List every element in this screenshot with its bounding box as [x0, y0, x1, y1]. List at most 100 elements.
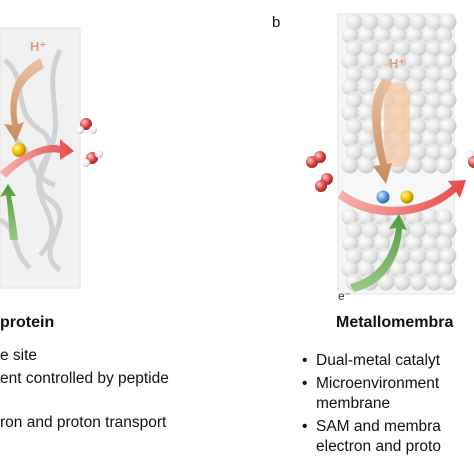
membrane-sphere [341, 78, 359, 96]
membrane-sphere [409, 13, 427, 31]
membrane-sphere [373, 26, 391, 44]
membrane-sphere [377, 273, 395, 291]
membrane-sphere [425, 221, 443, 239]
membrane-sphere [345, 117, 363, 135]
membrane-sphere [361, 247, 379, 265]
membrane-sphere [405, 26, 423, 44]
membrane-sphere [421, 130, 439, 148]
product-arrow-a [0, 139, 74, 178]
membrane-sphere [409, 143, 427, 161]
membrane-sphere [439, 39, 457, 57]
membrane-sphere [439, 143, 457, 161]
membrane-sphere [425, 91, 443, 109]
membrane-sphere [357, 104, 375, 122]
membrane-sphere [421, 156, 439, 174]
membrane-sphere [409, 117, 427, 135]
membrane-sphere [357, 260, 375, 278]
membrane-sphere [435, 234, 453, 252]
membrane-sphere [357, 234, 375, 252]
membrane-sphere [341, 130, 359, 148]
membrane-sphere [361, 143, 379, 161]
proton-arrow-b [372, 78, 392, 184]
membrane-sphere [409, 65, 427, 83]
membrane-sphere [421, 260, 439, 278]
panel-b-bullet-1: •Dual-metal catalyt [302, 352, 441, 369]
membrane-sphere [421, 78, 439, 96]
membrane-sphere [361, 65, 379, 83]
membrane-sphere [405, 260, 423, 278]
membrane-sphere [357, 156, 375, 174]
membrane-sphere [425, 39, 443, 57]
panel-a-bullet-4: ron and proton transport [0, 414, 167, 431]
membrane-sphere [435, 208, 453, 226]
panel-b-membrane-graphic [306, 13, 474, 295]
membrane-sphere [439, 221, 457, 239]
membrane-sphere [405, 156, 423, 174]
membrane-sphere [421, 104, 439, 122]
membrane-sphere [409, 273, 427, 291]
membrane-sphere [435, 104, 453, 122]
membrane-sphere [439, 91, 457, 109]
panel-a-title: protein [0, 314, 55, 331]
membrane-sphere [405, 234, 423, 252]
membrane-sphere [389, 52, 407, 70]
membrane-sphere [345, 247, 363, 265]
membrane-sphere [409, 247, 427, 265]
membrane-sphere [439, 117, 457, 135]
panel-a-bullet-1: e site [0, 347, 38, 364]
membrane-sphere [345, 221, 363, 239]
membrane-sphere [341, 260, 359, 278]
oxygen-molecule-icon [306, 151, 333, 192]
membrane-sphere [377, 65, 395, 83]
water-molecule-icon [76, 118, 97, 134]
membrane-sphere [345, 13, 363, 31]
electron-arrow-b [350, 214, 407, 292]
membrane-sphere [373, 234, 391, 252]
membrane-sphere [405, 52, 423, 70]
membrane-sphere [357, 26, 375, 44]
membrane-sphere [425, 247, 443, 265]
membrane-sphere [341, 156, 359, 174]
membrane-sphere [393, 273, 411, 291]
membrane-sphere [435, 260, 453, 278]
membrane-sphere [439, 13, 457, 31]
membrane-sphere [357, 130, 375, 148]
membrane-sphere [435, 52, 453, 70]
panel-b-bullet-2-cont: membrane [316, 395, 391, 412]
membrane-sphere [393, 65, 411, 83]
membrane-sphere [393, 39, 411, 57]
membrane-sphere [345, 39, 363, 57]
panel-b-letter: b [272, 14, 281, 31]
membrane-sphere [435, 130, 453, 148]
membrane-sphere [435, 78, 453, 96]
panel-b-bullet-3-cont: electron and proto [316, 438, 441, 455]
membrane-sphere [345, 91, 363, 109]
panel-a-protein-graphic: H⁺ [0, 27, 103, 289]
membrane-sphere [409, 91, 427, 109]
panel-b-bullet-3: •SAM and membra [302, 418, 441, 435]
membrane-sphere [361, 13, 379, 31]
membrane-sphere [345, 65, 363, 83]
membrane-sphere [377, 13, 395, 31]
water-molecule-icon [465, 150, 474, 168]
membrane-sphere [405, 78, 423, 96]
membrane-sphere [345, 143, 363, 161]
membrane-sphere [425, 65, 443, 83]
membrane-sphere [393, 247, 411, 265]
membrane-sphere [425, 13, 443, 31]
membrane-sphere [421, 234, 439, 252]
proton-label-a: H⁺ [30, 39, 46, 54]
membrane-sphere [341, 234, 359, 252]
gold-atom-b [400, 190, 414, 204]
electron-arrow-a [0, 184, 18, 240]
membrane-sphere [421, 52, 439, 70]
membrane-sphere [421, 26, 439, 44]
membrane-sphere [361, 39, 379, 57]
highlighted-channel [384, 82, 410, 167]
membrane-sphere [341, 208, 359, 226]
membrane-sphere [341, 52, 359, 70]
membrane-sphere [373, 52, 391, 70]
membrane-sphere [435, 156, 453, 174]
membrane-sphere [393, 13, 411, 31]
